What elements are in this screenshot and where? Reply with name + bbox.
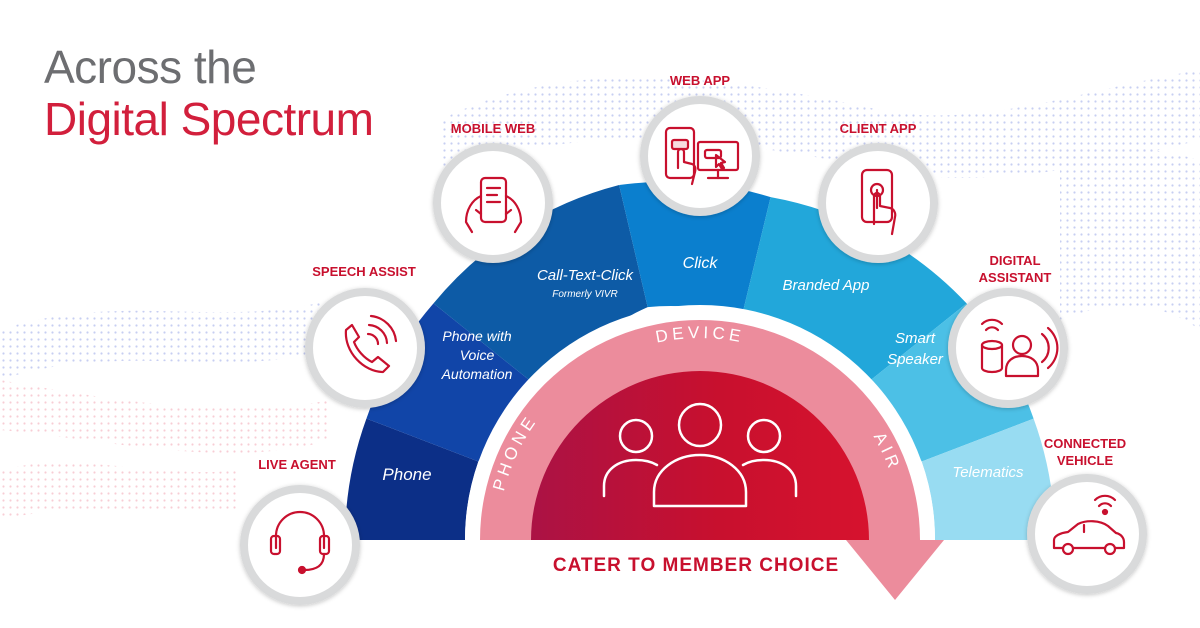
channel-circle-live-agent [240, 485, 360, 605]
people-group-icon [602, 402, 798, 508]
segment-telematics [921, 418, 1055, 540]
segment-label-click: Click [683, 255, 719, 272]
segment-label-branded-app: Branded App [782, 277, 869, 294]
channel-circle-speech-assist [305, 288, 425, 408]
smart-speaker-icon [980, 318, 1059, 378]
segment-label-telematics: Telematics [952, 464, 1024, 481]
touch-phone-icon [860, 168, 897, 236]
label-speech-assist: SPEECH ASSIST [312, 264, 416, 279]
segment-label-voice-3: Automation [441, 366, 513, 382]
channel-circle-mobile-web [433, 143, 553, 263]
segment-call-text-click [433, 185, 648, 394]
phone-monitor-icon [664, 126, 740, 186]
label-digital-assistant-line-2: ASSISTANT [978, 270, 1052, 285]
channel-circle-digital-assistant [948, 288, 1068, 408]
label-mobile-web: MOBILE WEB [450, 121, 536, 136]
segment-label-call-text-click: Call-Text-Click [537, 267, 635, 284]
segment-branded-app [741, 197, 967, 394]
headset-icon [269, 510, 331, 575]
label-connected-vehicle: CONNECTED VEHICLE [1044, 435, 1126, 469]
choice-arc-arrow [480, 320, 944, 600]
segment-label-smart-1: Smart [895, 330, 936, 347]
channel-circle-client-app [818, 143, 938, 263]
channel-circle-connected-vehicle [1027, 474, 1147, 594]
car-icon [1052, 494, 1126, 556]
title-line-2: Digital Spectrum [44, 93, 374, 145]
label-digital-assistant-line-1: DIGITAL [989, 253, 1041, 268]
dotted-wave-background [0, 70, 1200, 520]
label-digital-assistant: DIGITAL ASSISTANT [979, 252, 1052, 286]
label-live-agent: LIVE AGENT [258, 457, 336, 472]
title-line-1: Across the [44, 41, 257, 93]
tagline: CATER TO MEMBER CHOICE [553, 555, 839, 576]
hands-phone-icon [464, 176, 523, 234]
segment-label-voice-2: Voice [460, 347, 495, 363]
segment-label-voice-1: Phone with [442, 328, 511, 344]
arc-text-device: DEVICE [654, 323, 746, 347]
channel-circle-web-app [640, 96, 760, 216]
label-web-app: WEB APP [669, 73, 731, 88]
label-client-app: CLIENT APP [839, 121, 917, 136]
segment-sublabel-formerly-vivr: Formerly VIVR [552, 289, 618, 300]
segment-phone [345, 418, 479, 540]
segment-label-smart-2: Speaker [887, 351, 944, 368]
phone-handset-icon [344, 314, 398, 374]
label-connected-vehicle-line-2: VEHICLE [1056, 453, 1114, 468]
segment-label-phone: Phone [382, 465, 431, 484]
segment-click [619, 181, 771, 318]
label-connected-vehicle-line-1: CONNECTED [1043, 436, 1127, 451]
